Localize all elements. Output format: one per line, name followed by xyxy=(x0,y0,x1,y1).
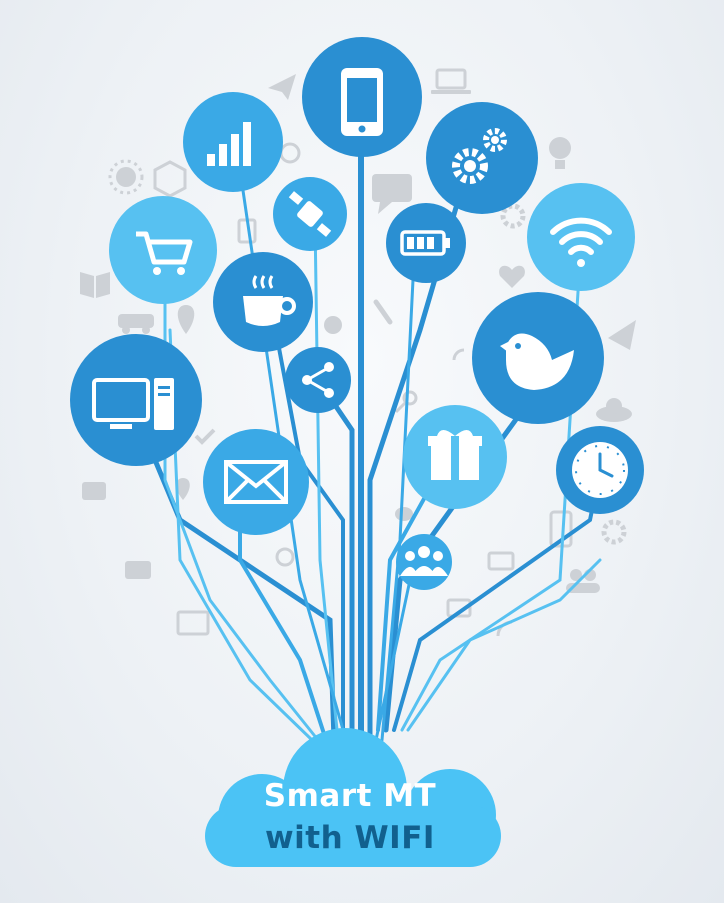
node-gift-box xyxy=(403,405,507,509)
map-pin-icon xyxy=(177,305,195,334)
gears-icon xyxy=(452,128,507,184)
key-icon xyxy=(394,390,418,414)
coffee-cup-icon xyxy=(243,275,296,326)
clock-icon xyxy=(572,442,628,498)
map-pin-icon xyxy=(176,478,190,500)
node-share xyxy=(285,347,351,413)
apple-icon xyxy=(324,316,342,334)
tv-icon xyxy=(487,551,515,571)
gift-box-icon xyxy=(428,430,482,480)
node-clock xyxy=(556,426,644,514)
signal-bars-icon xyxy=(207,122,251,166)
cloud-title-line1: Smart MT xyxy=(263,778,437,814)
gear-icon xyxy=(500,203,526,229)
node-gears xyxy=(426,102,538,214)
camera-icon xyxy=(446,598,472,618)
node-envelope xyxy=(203,429,309,535)
node-people-group xyxy=(396,534,452,590)
cloud-shape xyxy=(205,728,501,867)
node-bird xyxy=(472,292,604,424)
heart-icon xyxy=(499,265,525,288)
car-icon xyxy=(118,314,154,334)
gear-icon xyxy=(601,519,627,545)
node-shopping-cart xyxy=(109,196,217,304)
refresh-icon xyxy=(275,547,295,567)
cloud-title-line2: with WIFI xyxy=(265,820,435,856)
lightbulb-icon xyxy=(549,137,571,169)
share-icon xyxy=(302,362,334,398)
mobile-phone-icon xyxy=(341,68,383,136)
people-group-icon xyxy=(400,546,448,576)
refresh-icon xyxy=(279,142,301,164)
paperclip-icon xyxy=(373,299,393,325)
paper-plane-icon xyxy=(608,320,636,350)
bird-small-icon xyxy=(395,507,413,521)
node-desktop-computer xyxy=(70,334,202,466)
coffee-cup-icon xyxy=(82,482,106,500)
wifi-icon xyxy=(550,217,612,267)
sun-icon xyxy=(108,159,144,195)
laptop-icon xyxy=(431,68,471,94)
rss-icon xyxy=(452,348,465,361)
node-coffee-cup xyxy=(213,252,313,352)
box-icon xyxy=(153,160,187,198)
envelope-icon xyxy=(224,460,288,504)
chat-bubble-icon xyxy=(125,561,151,579)
node-satellite xyxy=(273,177,347,251)
satellite-icon xyxy=(288,191,332,237)
shopping-cart-icon xyxy=(136,231,193,275)
cloud-icon xyxy=(596,398,632,422)
battery-icon xyxy=(400,230,450,256)
desktop-computer-icon xyxy=(92,378,174,430)
background-icons xyxy=(80,68,636,637)
laptop-icon xyxy=(176,610,210,636)
bird-icon xyxy=(500,333,574,390)
node-battery xyxy=(386,203,466,283)
check-icon xyxy=(194,428,216,445)
node-mobile-phone xyxy=(302,37,422,157)
chat-bubble-icon xyxy=(372,174,412,214)
paper-plane-icon xyxy=(268,74,296,100)
book-icon xyxy=(80,272,110,298)
node-signal-bars xyxy=(183,92,283,192)
node-wifi xyxy=(527,183,635,291)
